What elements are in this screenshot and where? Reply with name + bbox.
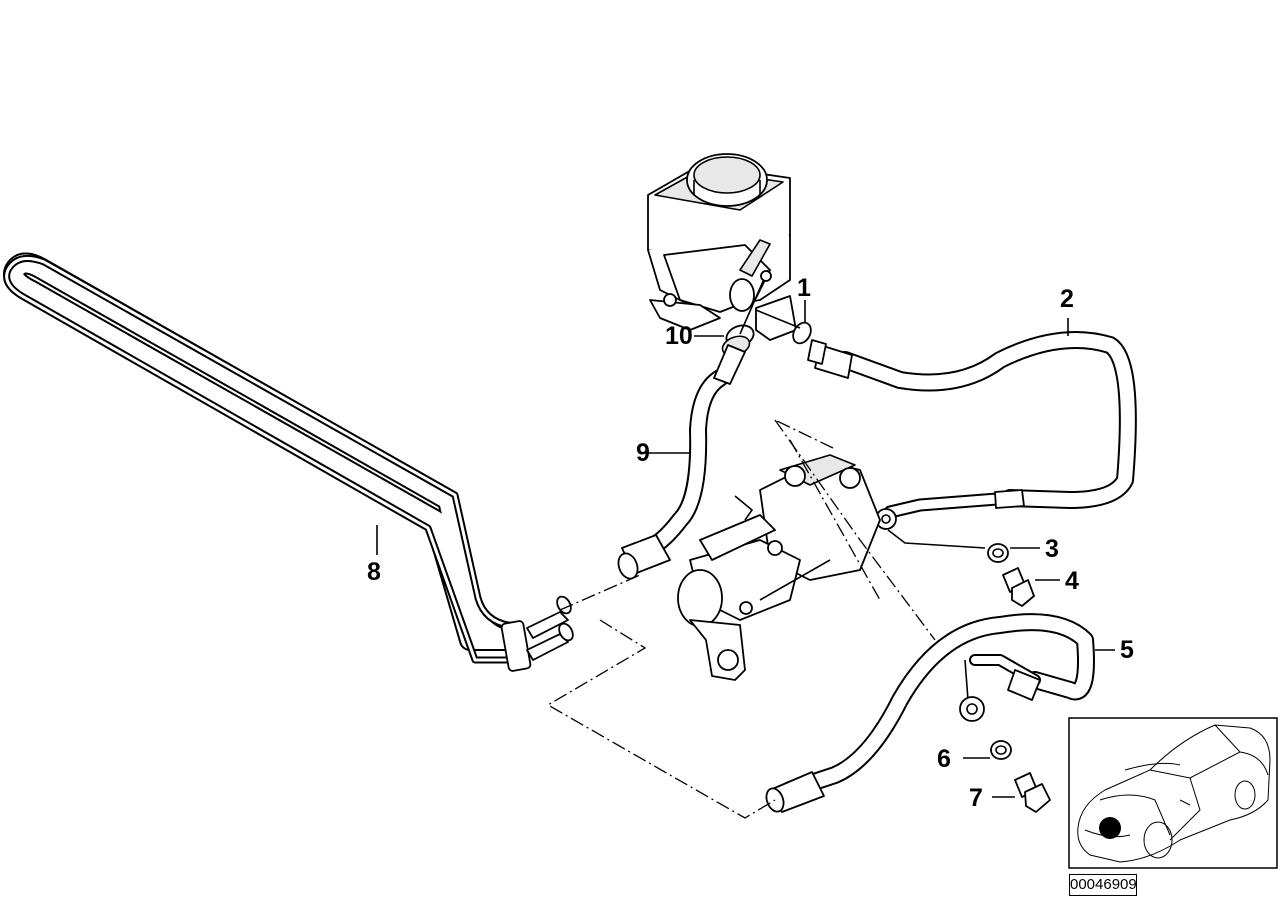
washer-3 xyxy=(987,543,1040,563)
callout-9: 9 xyxy=(636,439,650,467)
lower-hose-5 xyxy=(765,613,1115,813)
callout-1: 1 xyxy=(797,274,811,302)
assembly-dash-lines xyxy=(546,419,936,819)
return-hose-9 xyxy=(617,344,746,580)
callout-8: 8 xyxy=(367,558,381,586)
callout-6: 6 xyxy=(937,745,951,773)
bolt-7 xyxy=(992,772,1051,813)
pressure-hose-2 xyxy=(807,318,1137,530)
callout-10: 10 xyxy=(665,322,693,350)
callout-5: 5 xyxy=(1120,636,1134,664)
bolt-4 xyxy=(1002,567,1060,607)
location-marker-icon xyxy=(1099,817,1121,839)
steering-gear xyxy=(677,454,881,681)
cooler-loop-pipe xyxy=(3,252,574,672)
callout-3: 3 xyxy=(1045,535,1059,563)
fluid-reservoir xyxy=(647,153,797,341)
washer-6 xyxy=(963,740,1012,760)
callout-2: 2 xyxy=(1060,285,1074,313)
vehicle-location-inset xyxy=(1068,717,1278,869)
callout-7: 7 xyxy=(969,784,983,812)
callout-4: 4 xyxy=(1065,567,1079,595)
hose-clamp-10 xyxy=(694,269,772,357)
car-outline-icon xyxy=(1077,724,1271,863)
reference-code: 00046909 xyxy=(1069,874,1137,896)
